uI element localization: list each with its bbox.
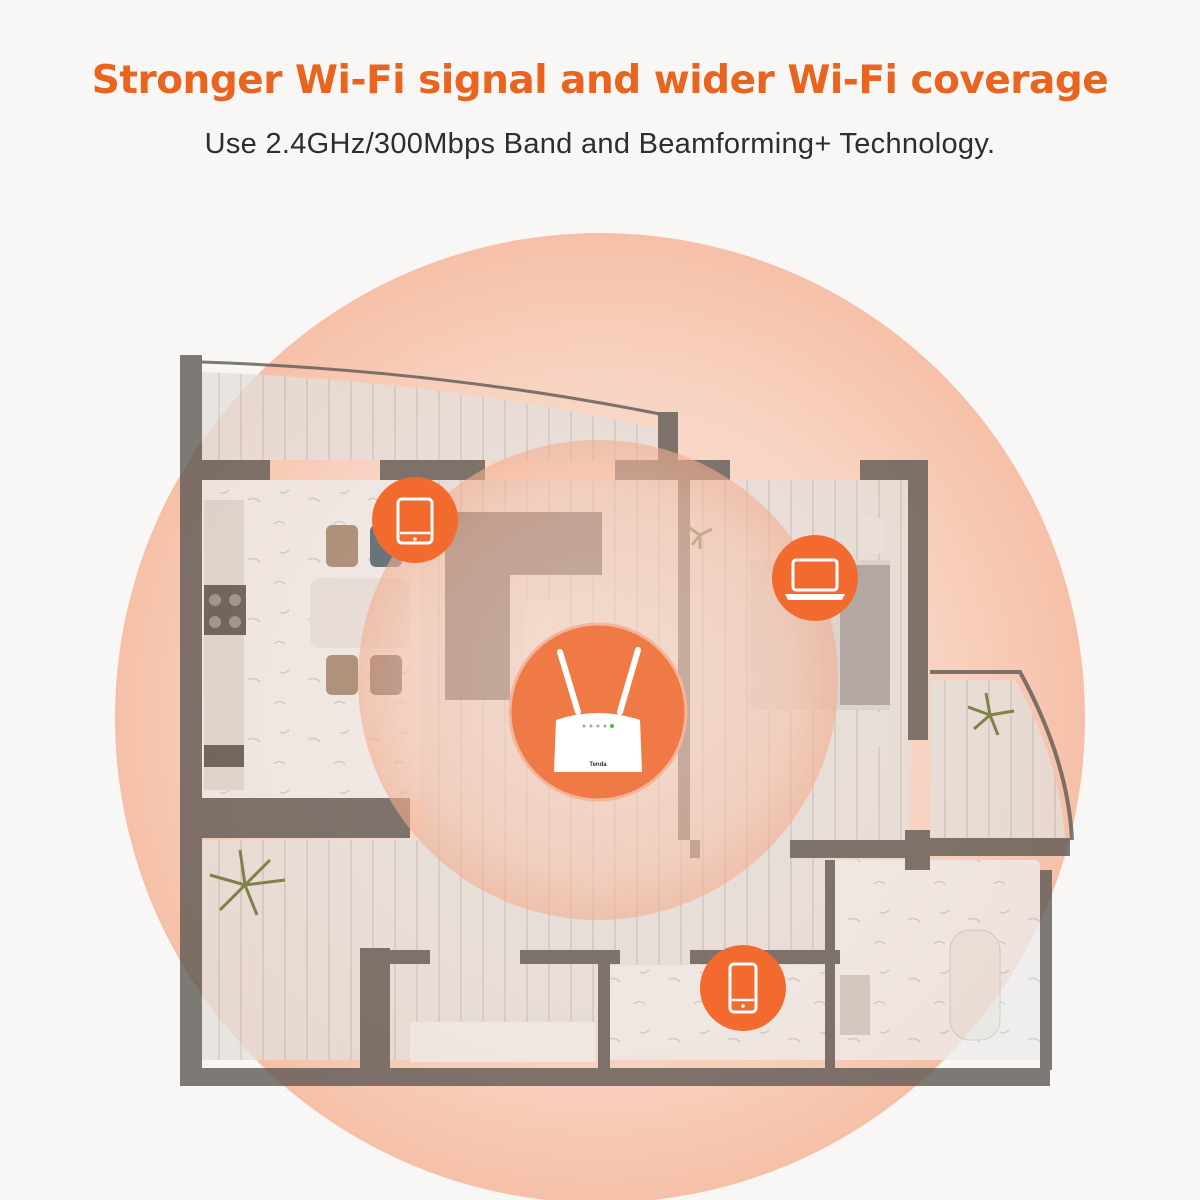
smartphone-badge: [700, 945, 786, 1031]
tenda-logo: Tenda: [589, 762, 607, 768]
subheadline: Use 2.4GHz/300Mbps Band and Beamforming+…: [204, 128, 996, 160]
headline: Stronger Wi-Fi signal and wider Wi-Fi co…: [91, 58, 1109, 103]
laptop-badge: [772, 535, 858, 621]
smartphone-icon: [728, 962, 758, 1014]
tablet-icon: [396, 497, 434, 545]
router-badge: Tenda: [508, 622, 688, 802]
laptop-icon: [785, 558, 845, 600]
tablet-badge: [372, 477, 458, 563]
router-icon: [554, 713, 642, 772]
